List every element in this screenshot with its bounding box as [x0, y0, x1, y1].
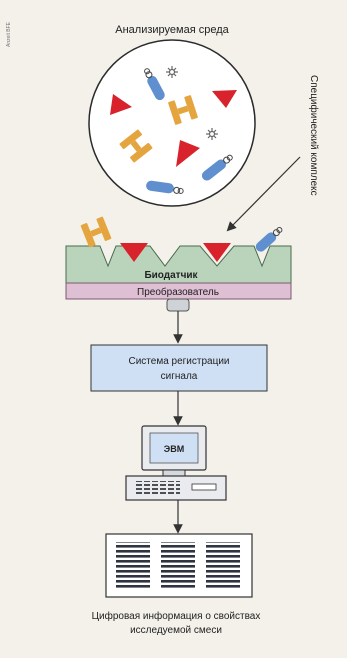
bound-antigen-icon: [203, 243, 231, 262]
output-label-line2: исследуемой смеси: [130, 625, 222, 636]
biosensor-label: Биодатчик: [144, 270, 198, 281]
transducer-layer: Преобразователь: [65, 282, 292, 300]
computer-icon: ЭВМ: [125, 425, 227, 501]
registration-label-line2: сигнала: [161, 371, 198, 382]
antigen-triangle-icon: [110, 94, 132, 115]
computer-label: ЭВМ: [164, 444, 184, 454]
sample-title: Анализируемая среда: [115, 24, 229, 36]
antibody-icon: [119, 129, 153, 163]
connector-plug: [166, 298, 190, 312]
antigen-triangle-icon: [212, 90, 237, 108]
receptor-icon: [146, 180, 184, 194]
transducer-label: Преобразователь: [137, 286, 219, 298]
complex-pointer-arrow: [226, 156, 301, 232]
receptor-icon: [144, 68, 165, 101]
bound-antibody-icon: [80, 216, 112, 248]
output-document: [105, 533, 253, 598]
data-column: [161, 542, 195, 590]
bound-receptor-icon: [255, 226, 283, 252]
registration-box: Система регистрации сигнала: [90, 344, 268, 392]
antibody-icon: [168, 95, 198, 125]
biosensor-layer: Биодатчик: [65, 216, 292, 284]
receptor-icon: [201, 154, 233, 181]
bound-antigen-icon: [120, 243, 148, 262]
small-molecule-icon: [206, 128, 218, 140]
complex-label: Специфический комплекс: [308, 75, 320, 196]
antigen-triangle-icon: [176, 140, 200, 167]
small-molecule-icon: [166, 66, 178, 78]
registration-label-line1: Система регистрации: [128, 356, 229, 367]
sample-circle: [88, 39, 256, 207]
output-label-line1: Цифровая информация о свойствах: [92, 610, 261, 622]
data-column: [116, 542, 150, 590]
data-column: [206, 542, 240, 590]
